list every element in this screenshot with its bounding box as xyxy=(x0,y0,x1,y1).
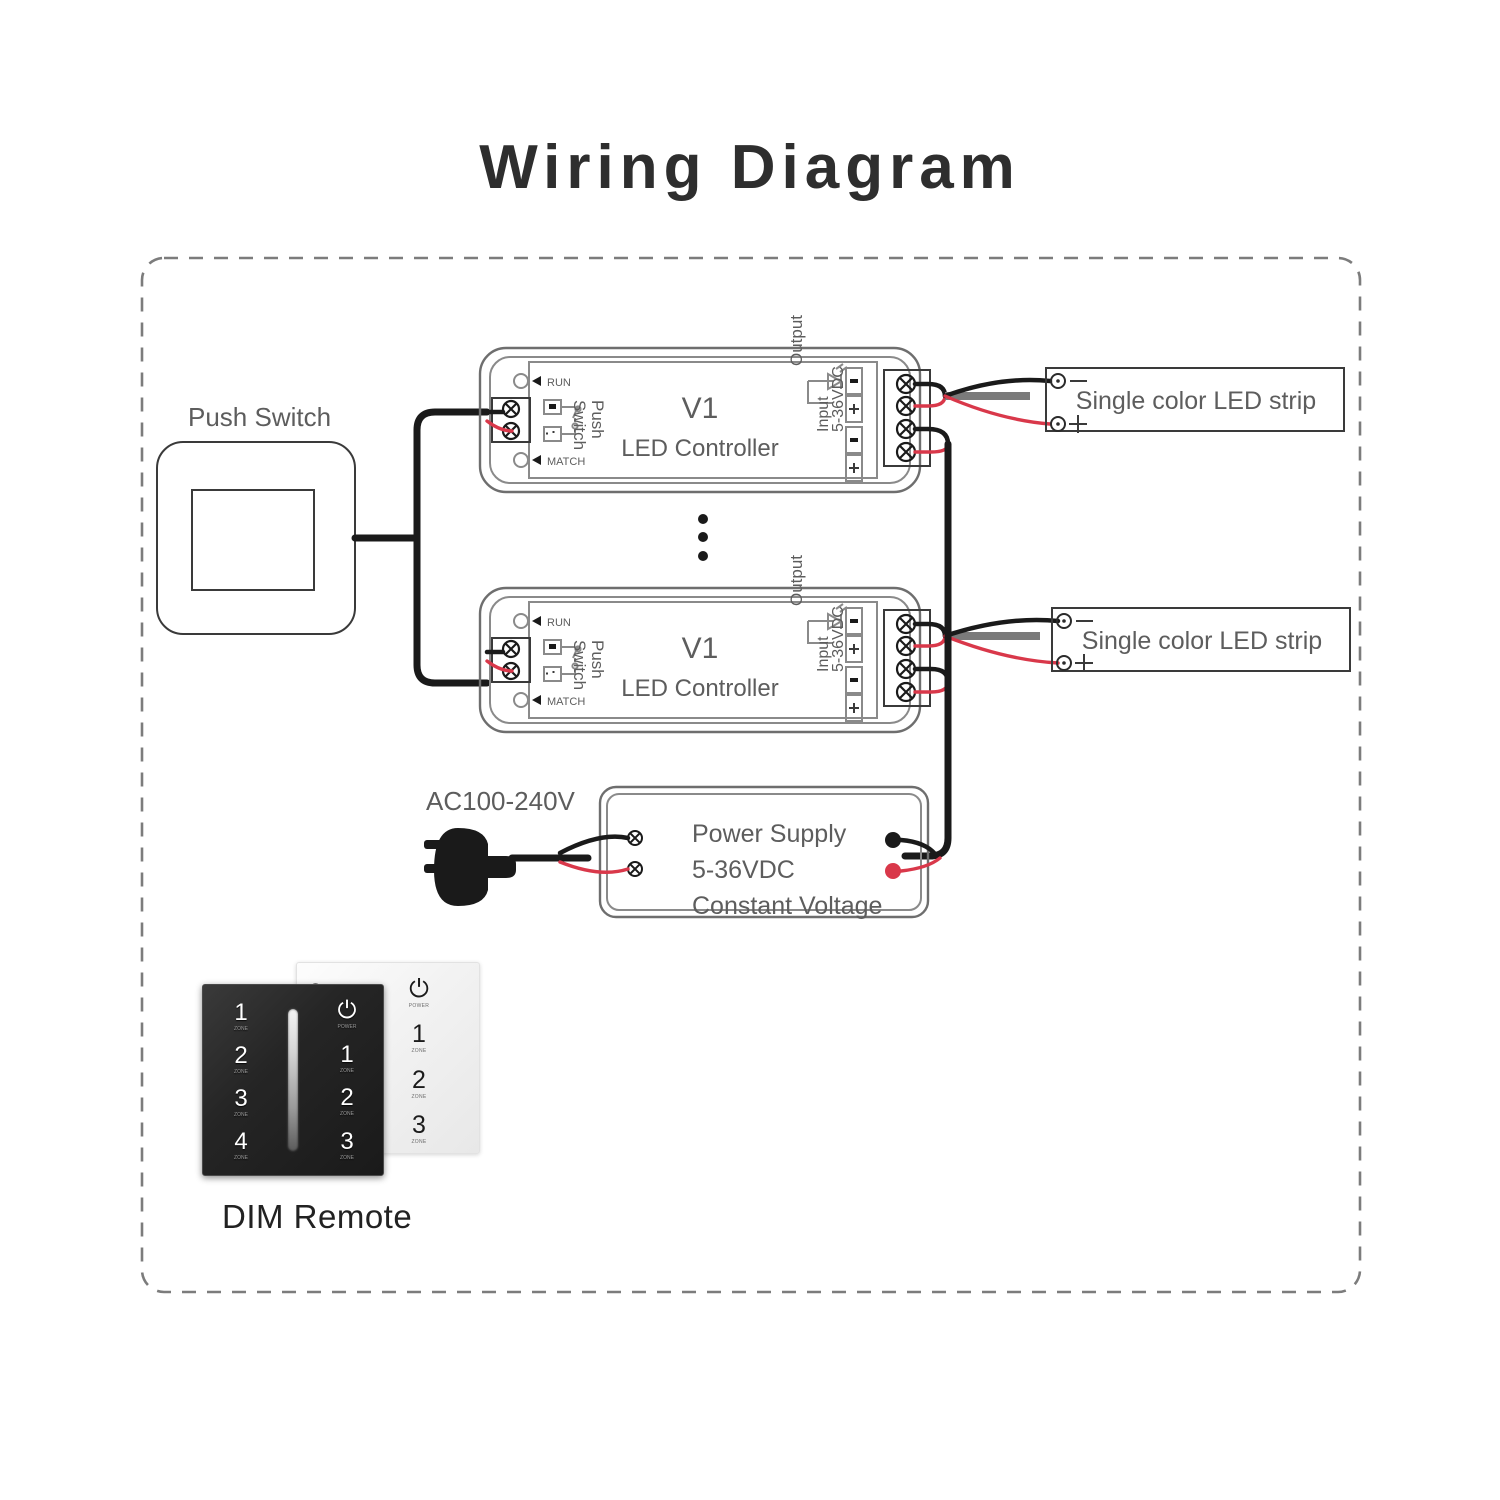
black-right-key-1[interactable]: 1 ZONE xyxy=(340,1040,354,1074)
black-panel-right-keys: ⏻ POWER 1 ZONE 2 ZONE 3 ZONE xyxy=(327,999,367,1161)
dim-remote-black-panel[interactable]: 1 ZONE 2 ZONE 3 ZONE 4 ZONE xyxy=(202,984,384,1176)
controller-2-pushswitch-label: Push xyxy=(588,640,607,679)
black-right-key-2-sub: ZONE xyxy=(340,1111,354,1118)
power-supply-line-1: Power Supply xyxy=(692,820,847,848)
power-icon: ⏻ xyxy=(409,975,429,1003)
white-key-1[interactable]: 1 ZONE xyxy=(411,1022,426,1054)
controller-1-input-label: Input xyxy=(815,396,832,432)
controller-2-subtitle: LED Controller xyxy=(621,675,778,702)
white-panel-keys: ⏻ POWER 1 ZONE 2 ZONE 3 ZONE xyxy=(389,977,449,1145)
controller-2-input-voltage: 5-36VDC xyxy=(830,606,847,672)
controller-2-input-label: Input xyxy=(815,636,832,672)
controller-1-pushswitch-label2: Switch xyxy=(570,400,589,450)
controller-2-model: V1 xyxy=(682,632,719,665)
led-strip-2 xyxy=(1051,607,1351,672)
controller-2-output-input-terminal xyxy=(883,609,951,707)
led-controller-1 xyxy=(478,346,922,494)
dim-remote-caption: DIM Remote xyxy=(222,1198,413,1235)
controller-1-model: V1 xyxy=(682,392,719,425)
white-key-2-sub: ZONE xyxy=(411,1093,427,1100)
controller-2-push-terminal xyxy=(484,637,531,683)
black-left-key-2[interactable]: 2 ZONE xyxy=(234,1044,248,1075)
led-strip-1 xyxy=(1045,367,1345,433)
push-switch-label: Push Switch xyxy=(188,402,331,432)
white-key-2-num: 2 xyxy=(412,1065,426,1094)
diagram-dashed-frame xyxy=(140,256,1362,1294)
ac-input-label: AC100-240V xyxy=(426,786,576,816)
black-right-key-power[interactable]: ⏻ POWER xyxy=(338,999,357,1030)
push-switch-wiring xyxy=(351,408,491,687)
black-left-key-2-num: 2 xyxy=(234,1042,248,1069)
black-right-key-2[interactable]: 2 ZONE xyxy=(340,1086,354,1117)
controller-1-output-label: Output xyxy=(787,315,806,366)
black-left-key-4-sub: ZONE xyxy=(234,1155,248,1161)
led-strip-2-label: Single color LED strip xyxy=(1082,627,1322,655)
controller-1-match-label: MATCH xyxy=(547,456,585,468)
black-left-key-4-num: 4 xyxy=(234,1128,248,1155)
black-right-key-1-sub: ZONE xyxy=(340,1067,354,1074)
black-left-key-1-num: 1 xyxy=(234,999,248,1026)
push-switch xyxy=(156,441,356,635)
power-supply-line-2: 5-36VDC xyxy=(692,856,795,884)
white-key-3-num: 3 xyxy=(412,1110,426,1139)
black-panel-left-keys: 1 ZONE 2 ZONE 3 ZONE 4 ZONE xyxy=(221,1001,261,1161)
black-right-key-3[interactable]: 3 ZONE xyxy=(340,1127,354,1161)
black-left-key-3-num: 3 xyxy=(234,1085,248,1112)
controller-2-pushswitch-label2: Switch xyxy=(570,640,589,690)
black-right-key-3-sub: ZONE xyxy=(340,1154,354,1161)
dim-remote-group: ⏻ POWER 1 ZONE 2 ZONE 3 ZONE xyxy=(196,962,496,1184)
controller-1-pushswitch-label: Push xyxy=(588,400,607,439)
page-title: Wiring Diagram xyxy=(479,133,1021,202)
black-left-key-1[interactable]: 1 ZONE xyxy=(234,1001,248,1032)
black-left-key-1-sub: ZONE xyxy=(234,1026,248,1032)
white-key-1-sub: ZONE xyxy=(411,1048,427,1055)
black-left-key-2-sub: ZONE xyxy=(234,1069,248,1075)
black-right-key-power-sub: POWER xyxy=(337,1024,357,1030)
white-key-power[interactable]: ⏻ POWER xyxy=(409,977,429,1009)
controller-2-output-label: Output xyxy=(787,555,806,606)
black-right-key-3-num: 3 xyxy=(340,1127,354,1155)
controller-2-match-label: MATCH xyxy=(547,696,585,708)
white-key-1-num: 1 xyxy=(412,1020,426,1049)
led-strip-1-cable xyxy=(942,377,1053,426)
controller-1-output-input-terminal xyxy=(883,369,951,467)
controller-1-subtitle: LED Controller xyxy=(621,435,778,462)
led-strip-2-cable xyxy=(942,617,1061,665)
black-right-key-1-num: 1 xyxy=(340,1040,354,1068)
white-key-2[interactable]: 2 ZONE xyxy=(411,1065,427,1100)
white-key-power-sub: POWER xyxy=(408,1003,430,1009)
black-panel-slider[interactable] xyxy=(288,1009,298,1151)
black-left-key-4[interactable]: 4 ZONE xyxy=(234,1130,248,1161)
controller-2-run-label: RUN xyxy=(547,617,571,629)
dc-power-bus xyxy=(901,440,952,860)
power-supply xyxy=(598,785,942,919)
white-key-3[interactable]: 3 ZONE xyxy=(411,1110,427,1145)
repeat-ellipsis xyxy=(698,514,708,561)
controller-1-push-terminal xyxy=(484,397,531,443)
led-strip-1-label: Single color LED strip xyxy=(1076,387,1316,415)
black-left-key-3-sub: ZONE xyxy=(234,1112,248,1118)
white-key-3-sub: ZONE xyxy=(411,1138,427,1145)
black-right-key-2-num: 2 xyxy=(340,1084,354,1112)
controller-1-input-voltage: 5-36VDC xyxy=(830,366,847,432)
controller-1-run-label: RUN xyxy=(547,377,571,389)
power-icon: ⏻ xyxy=(337,997,357,1024)
black-left-key-3[interactable]: 3 ZONE xyxy=(234,1087,248,1118)
ac-plug xyxy=(424,828,631,906)
power-supply-line-3: Constant Voltage xyxy=(692,892,882,920)
